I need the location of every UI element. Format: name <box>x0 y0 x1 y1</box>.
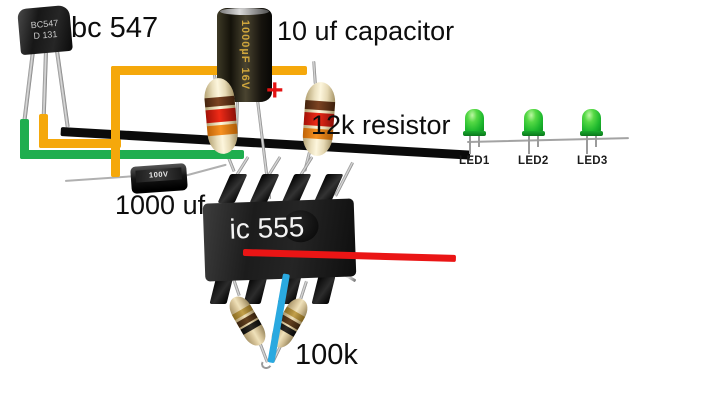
resistor-100k-left <box>224 292 271 350</box>
capacitor-print: 1000µF 16V <box>238 19 251 91</box>
ic-pin-top-2 <box>249 174 280 203</box>
led-2-leg-right <box>537 136 539 147</box>
ic-pin-bottom-4 <box>311 276 336 304</box>
led-1-dome <box>465 109 484 133</box>
polarity-plus-sign: + <box>266 74 284 107</box>
resistor-100k-label: 100k <box>295 339 358 371</box>
wire-yellow-leg-vertical <box>39 114 48 148</box>
wire-yellow-leg-horizontal <box>39 139 121 148</box>
led-3-leg-left <box>586 136 588 154</box>
led-2-label: LED2 <box>518 155 549 167</box>
ic-555-marking: ic 555 <box>229 211 305 245</box>
ic-pin-top-3 <box>281 174 312 203</box>
transistor-label: bc 547 <box>71 12 159 44</box>
led-1-flange <box>463 131 486 136</box>
led-3-leg-right <box>595 136 597 147</box>
top-capacitor-label: 10 uf capacitor <box>277 16 455 46</box>
ic-555-chip: ic 555 <box>202 198 357 282</box>
led-2-leg-left <box>528 136 530 154</box>
resistor100k-left-lead-top <box>232 278 241 297</box>
led-3 <box>580 109 603 159</box>
led-1 <box>463 109 486 159</box>
led-3-label: LED3 <box>577 155 608 167</box>
axial-capacitor-label: 1000 uf <box>115 190 206 220</box>
led-bus-wire <box>466 137 629 143</box>
axial-capacitor-print: 100V <box>135 167 183 183</box>
resistor100k-right-lead-top <box>299 280 308 300</box>
led-1-label: LED1 <box>459 155 490 167</box>
wire-green-vertical <box>20 119 29 159</box>
transistor-leg-left <box>22 50 35 123</box>
transistor-leg-right <box>55 50 70 128</box>
led-1-leg-left <box>469 136 471 154</box>
ic-pin-top-1 <box>217 174 248 203</box>
axial-capacitor-lead-left <box>64 175 133 182</box>
axial-capacitor-lead-right <box>183 163 227 177</box>
wire-green-horizontal <box>20 150 244 159</box>
wire-yellow-tall-vertical <box>111 66 120 177</box>
resistor12k-right-lead-top <box>312 60 317 85</box>
wire-yellow-top-horizontal <box>111 66 307 75</box>
resistor-12k-label: 12k resistor <box>311 110 451 140</box>
led-1-leg-right <box>478 136 480 147</box>
led-3-dome <box>582 109 601 133</box>
transistor-leg-middle <box>41 50 48 118</box>
bc547-transistor: BC547 D 131 <box>17 4 73 56</box>
led-2-flange <box>522 131 545 136</box>
capacitor-top-rim <box>220 8 269 15</box>
led-3-flange <box>580 131 603 136</box>
led-2-dome <box>524 109 543 133</box>
led-2 <box>522 109 545 159</box>
